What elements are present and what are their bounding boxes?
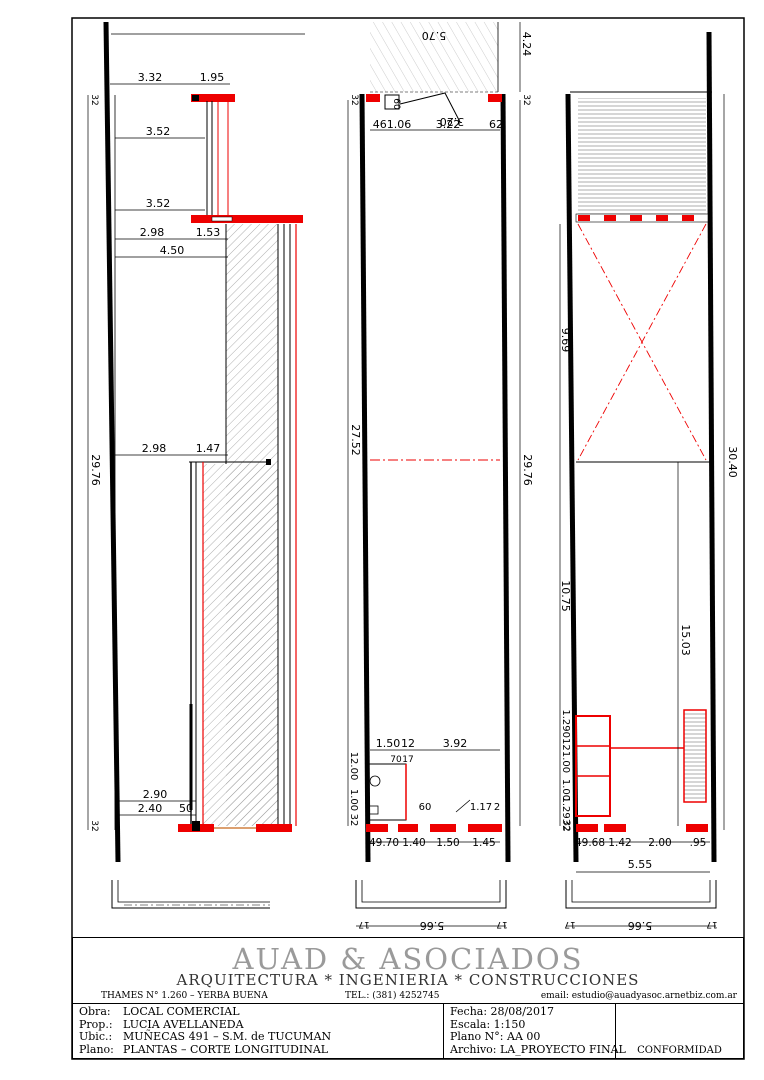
p3-dim-len: 30.40 xyxy=(726,446,739,478)
sheet-info: Fecha: 28/08/2017 Escala: 1:150 Plano N°… xyxy=(444,1004,626,1058)
p2-dim-b3: 1.50 xyxy=(436,837,459,849)
conformidad-box: CONFORMIDAD xyxy=(616,1004,743,1058)
ubic-key: Ubic.: xyxy=(79,1030,113,1043)
p2-dim-d: 3.20 xyxy=(440,115,465,128)
title-grid: Obra: LOCAL COMERCIAL Prop.: LUCIA AVELLAN… xyxy=(73,1003,743,1058)
p3-dim-b: 10.75 xyxy=(559,580,572,612)
p1-dim-top-b: 1.95 xyxy=(200,71,225,84)
p2-dim-v3: 32 xyxy=(348,814,359,827)
p2-dim-g: 12 xyxy=(401,737,415,750)
p2-dim-m: 2 xyxy=(494,802,500,813)
p2-dim-v2: 1.00 xyxy=(348,789,359,811)
p1-dim-w1: 3.52 xyxy=(146,125,171,138)
escala: Escala: 1:150 xyxy=(450,1017,526,1031)
obra-key: Obra: xyxy=(79,1005,111,1018)
conformidad-label: CONFORMIDAD xyxy=(637,1045,722,1056)
firm-name: AUAD & ASOCIADOS xyxy=(232,942,584,976)
plano-number: Plano N°: AA 00 xyxy=(450,1030,541,1043)
project-info: Obra: LOCAL COMERCIAL Prop.: LUCIA AVELLAN… xyxy=(73,1004,444,1058)
plan-1 xyxy=(87,21,305,863)
p1-dim-w2: 3.52 xyxy=(146,197,171,210)
p1-dim-b: 1.53 xyxy=(196,226,221,239)
prop-key: Prop.: xyxy=(79,1017,113,1031)
firm-email: email: estudio@auadyasoc.arnetbiz.com.ar xyxy=(540,991,737,1001)
p1-dim-e: 1.47 xyxy=(196,442,221,455)
p2-dim-h: 3.92 xyxy=(443,737,468,750)
p1-dim-d: 2.98 xyxy=(142,442,167,455)
p1-dim-h: 50 xyxy=(179,802,193,815)
p2-dim-len2: 29.76 xyxy=(521,454,534,486)
p2-dim-top: 5.70 xyxy=(422,29,447,42)
title-block: AUAD & ASOCIADOS ARQUITECTURA * INGENIER… xyxy=(72,937,744,1059)
p1-dim-32-top: 32 xyxy=(89,94,99,105)
archivo: Archivo: LA_PROYECTO FINAL xyxy=(450,1042,626,1056)
p2-dim-side: 4.24 xyxy=(520,32,533,57)
obra-value: LOCAL COMERCIAL xyxy=(123,1005,240,1018)
p2-dim-v1: 12.00 xyxy=(348,752,359,781)
p1-dim-top-a: 3.32 xyxy=(138,71,163,84)
p2-dim-32-topr: 32 xyxy=(521,94,531,105)
p3-dim-b1: 49.68 xyxy=(575,837,605,849)
p2-dim-b: 3.22 xyxy=(436,118,461,131)
firm-address: THAMES N° 1.260 – YERBA BUENA xyxy=(101,991,268,1001)
p2-dim-b1: 49.70 xyxy=(369,837,399,849)
p1-dim-a: 2.98 xyxy=(140,226,165,239)
fecha: Fecha: 28/08/2017 xyxy=(450,1005,554,1018)
p3-dim-b2: 1.42 xyxy=(608,837,631,849)
p2-dim-c: 62 xyxy=(489,118,503,131)
p3-dim-v2: 1.00 xyxy=(560,751,571,773)
p1-dim-32-bot: 32 xyxy=(89,820,99,831)
firm-subtitle: ARQUITECTURA * INGENIERIA * CONSTRUCCION… xyxy=(176,971,640,989)
p3-dim-b4: .95 xyxy=(690,837,707,849)
prop-value: LUCIA AVELLANEDA xyxy=(123,1017,244,1031)
p2-dim-32-top: 32 xyxy=(349,94,359,105)
plan-2 xyxy=(347,22,521,863)
sec3-dim-566: 5.66 xyxy=(628,919,653,932)
sec3-dim-17a: 17 xyxy=(564,919,575,929)
p3-dim-v4: 1.2932 xyxy=(560,797,571,832)
sec2-dim-17a: 17 xyxy=(358,919,369,929)
p2-dim-l: 1.17 xyxy=(470,802,492,813)
plan-3 xyxy=(559,31,725,873)
sec3-dim-17b: 17 xyxy=(706,919,717,929)
p1-dim-g: 2.40 xyxy=(138,802,163,815)
p3-dim-a: 9.69 xyxy=(559,328,572,353)
sections xyxy=(111,880,717,927)
plano-key: Plano: xyxy=(79,1042,114,1056)
ubic-value: MUÑECAS 491 – S.M. de TUCUMAN xyxy=(123,1030,332,1043)
p3-dim-c: 15.03 xyxy=(679,624,692,656)
p2-dim-len: 27.52 xyxy=(349,424,362,456)
p1-dim-len: 29.76 xyxy=(89,454,102,486)
p3-dim-v1: 1.29012 xyxy=(560,709,571,750)
sec2-dim-566: 5.66 xyxy=(420,919,445,932)
p2-dim-a: 461.06 xyxy=(373,118,412,131)
p2-dim-j: 17 xyxy=(402,755,413,765)
p2-dim-e: 60 xyxy=(391,98,401,110)
p2-dim-b4: 1.45 xyxy=(472,837,495,849)
p2-dim-k: 60 xyxy=(419,802,432,813)
p3-dim-total: 5.55 xyxy=(628,858,653,871)
p3-dim-32-top: 32 xyxy=(561,820,571,831)
p3-dim-v3: 1.00 xyxy=(560,779,571,801)
sheet-border xyxy=(71,17,745,1060)
firm-phone: TEL.: (381) 4252745 xyxy=(345,991,440,1001)
p2-dim-f: 1.50 xyxy=(376,737,401,750)
p1-dim-f: 2.90 xyxy=(143,788,168,801)
p1-dim-c: 4.50 xyxy=(160,244,185,257)
p3-dim-b3: 2.00 xyxy=(648,837,671,849)
p2-dim-b2: 1.40 xyxy=(402,837,425,849)
plano-value: PLANTAS – CORTE LONGITUDINAL xyxy=(123,1042,329,1056)
p2-dim-i: 70 xyxy=(390,755,402,765)
sec2-dim-17b: 17 xyxy=(496,919,507,929)
